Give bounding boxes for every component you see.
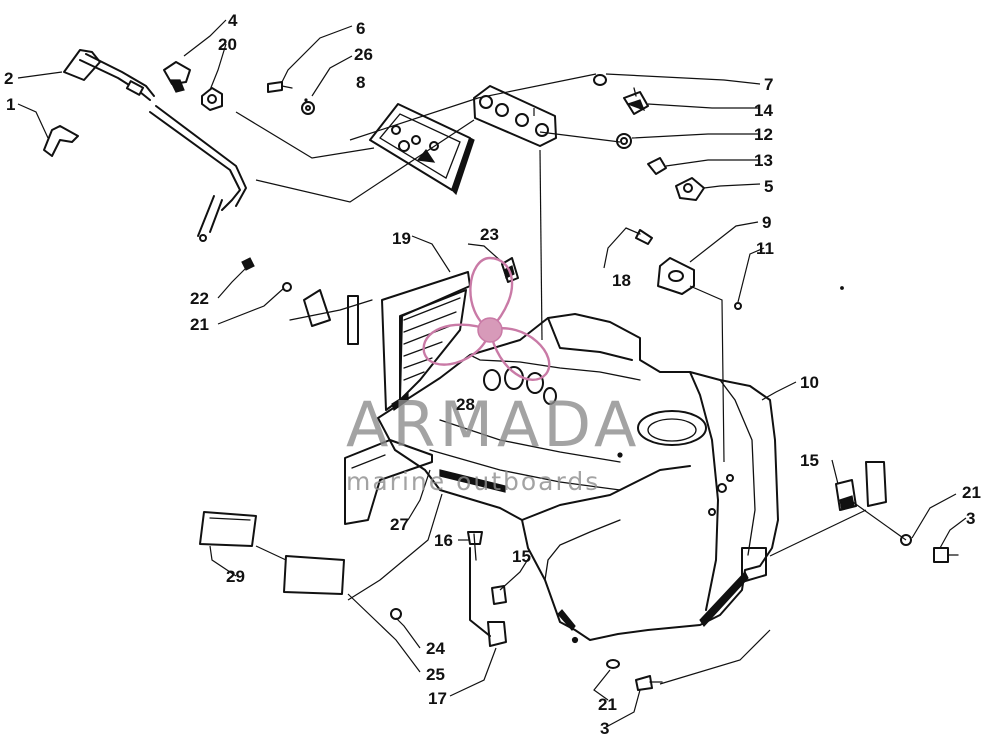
- indicator-plate: [369, 103, 475, 196]
- callout-21-left: 21: [190, 315, 209, 334]
- knob-and-nut: [163, 61, 223, 111]
- callout-5: 5: [764, 177, 773, 196]
- propeller-logo: [422, 256, 551, 381]
- switch-hardware: [593, 74, 705, 201]
- callout-28: 28: [456, 395, 475, 414]
- callout-3-bottom: 3: [600, 719, 609, 738]
- throttle-cable-assembly: [43, 49, 247, 242]
- callout-13: 13: [754, 151, 773, 170]
- callout-15-lower: 15: [512, 547, 531, 566]
- leader-lines: [17, 19, 967, 727]
- watermark: ARMADA marine outboards: [346, 256, 640, 496]
- lower-bracket-assembly: [467, 531, 663, 691]
- callout-24: 24: [426, 639, 445, 658]
- callout-22: 22: [190, 289, 209, 308]
- callout-21-bottom: 21: [598, 695, 617, 714]
- right-bracket-assembly: [835, 461, 959, 563]
- callout-15-right: 15: [800, 451, 819, 470]
- callout-27: 27: [390, 515, 409, 534]
- callout-26: 26: [354, 45, 373, 64]
- callout-labels: 2 1 4 20 6 26 8 7 14 12 13 5 9 11 18 23 …: [4, 11, 981, 738]
- speck-mark: [840, 286, 844, 290]
- callout-25: 25: [426, 665, 445, 684]
- screw-washer-6-26: [267, 81, 315, 115]
- callout-21-right: 21: [962, 483, 981, 502]
- callout-4: 4: [228, 11, 238, 30]
- watermark-tagline: marine outboards: [346, 467, 600, 496]
- decal-pads: [199, 511, 402, 620]
- callout-12: 12: [754, 125, 773, 144]
- callout-6: 6: [356, 19, 365, 38]
- callout-7: 7: [764, 75, 773, 94]
- callout-29: 29: [226, 567, 245, 586]
- callout-18: 18: [612, 271, 631, 290]
- speck-mark: [304, 98, 308, 102]
- callout-20: 20: [218, 35, 237, 54]
- grille-vent: [381, 271, 471, 411]
- callout-10: 10: [800, 373, 819, 392]
- callout-3-right: 3: [966, 509, 975, 528]
- callout-2: 2: [4, 69, 13, 88]
- gasket-plate: [473, 85, 557, 147]
- sensor-plate: [625, 227, 742, 310]
- callout-9: 9: [762, 213, 771, 232]
- callout-1: 1: [6, 95, 15, 114]
- callout-11: 11: [756, 239, 774, 258]
- left-bracket-parts: [241, 257, 373, 345]
- callout-17: 17: [428, 689, 447, 708]
- callout-16: 16: [434, 531, 453, 550]
- callout-19: 19: [392, 229, 411, 248]
- callout-14: 14: [754, 101, 773, 120]
- callout-23: 23: [480, 225, 499, 244]
- callout-8: 8: [356, 73, 365, 92]
- watermark-brand: ARMADA: [346, 388, 640, 461]
